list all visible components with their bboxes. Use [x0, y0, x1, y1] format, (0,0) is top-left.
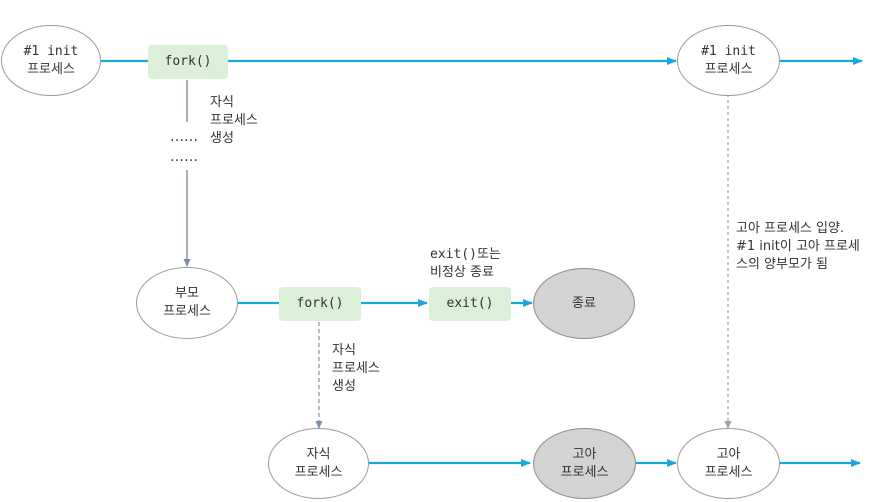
spawn-label-top-1: 자식 — [210, 95, 234, 110]
orphan-adopted-line1: 고아 — [716, 446, 741, 462]
parent-process-line2: 프로세스 — [163, 304, 211, 319]
parent-process-node: 부모 프로세스 — [136, 267, 238, 339]
fork-label-top: fork() — [164, 54, 212, 69]
orphan-process-node-adopted: 고아 프로세스 — [677, 428, 780, 499]
init-process-line1: #1 init — [23, 43, 79, 59]
spawn-label-middle: 자식 프로세스 생성 — [332, 342, 380, 396]
child-process-line2: 프로세스 — [294, 464, 343, 480]
exit-box: exit() — [429, 287, 511, 321]
exit-note-1: exit()또는 — [430, 247, 501, 262]
init-process-line2: 프로세스 — [27, 61, 75, 77]
adoption-note: 고아 프로세스 입양. #1 init이 고아 프로세 스의 양부모가 됨 — [736, 220, 860, 274]
child-process-line1: 자식 — [306, 446, 331, 462]
child-process-node: 자식 프로세스 — [268, 428, 369, 499]
ellipsis-dots-2: …… — [170, 149, 198, 165]
spawn-label-middle-3: 생성 — [332, 379, 356, 394]
fork-label-middle: fork() — [296, 296, 344, 311]
orphan-adopted-line2: 프로세스 — [704, 464, 753, 480]
spawn-label-middle-1: 자식 — [332, 343, 356, 358]
terminated-label: 종료 — [572, 295, 596, 311]
spawn-label-top: 자식 프로세스 생성 — [210, 94, 258, 148]
spawn-label-top-3: 생성 — [210, 131, 234, 146]
fork-box-middle: fork() — [279, 287, 361, 321]
adoption-note-2: #1 init이 고아 프로세 — [736, 239, 860, 254]
spawn-label-top-2: 프로세스 — [210, 113, 258, 128]
init-process-node: #1 init 프로세스 — [1, 25, 101, 96]
init-process-node-end: #1 init 프로세스 — [677, 25, 780, 96]
adoption-note-3: 스의 양부모가 됨 — [736, 257, 828, 272]
ellipsis-dots-1: …… — [170, 129, 198, 145]
exit-label: exit() — [446, 296, 494, 311]
init-process-end-line2: 프로세스 — [704, 61, 753, 77]
orphan-process-node-gray: 고아 프로세스 — [533, 428, 636, 499]
orphan-gray-line1: 고아 — [572, 446, 597, 462]
parent-process-line1: 부모 — [175, 286, 199, 301]
terminated-node: 종료 — [533, 268, 635, 339]
exit-note-2: 비정상 종료 — [430, 265, 494, 280]
init-process-end-line1: #1 init — [701, 43, 756, 59]
spawn-label-middle-2: 프로세스 — [332, 361, 380, 376]
exit-note: exit()또는 비정상 종료 — [430, 246, 501, 282]
orphan-gray-line2: 프로세스 — [560, 464, 609, 480]
fork-box-top: fork() — [148, 45, 228, 79]
adoption-note-1: 고아 프로세스 입양. — [736, 221, 845, 236]
